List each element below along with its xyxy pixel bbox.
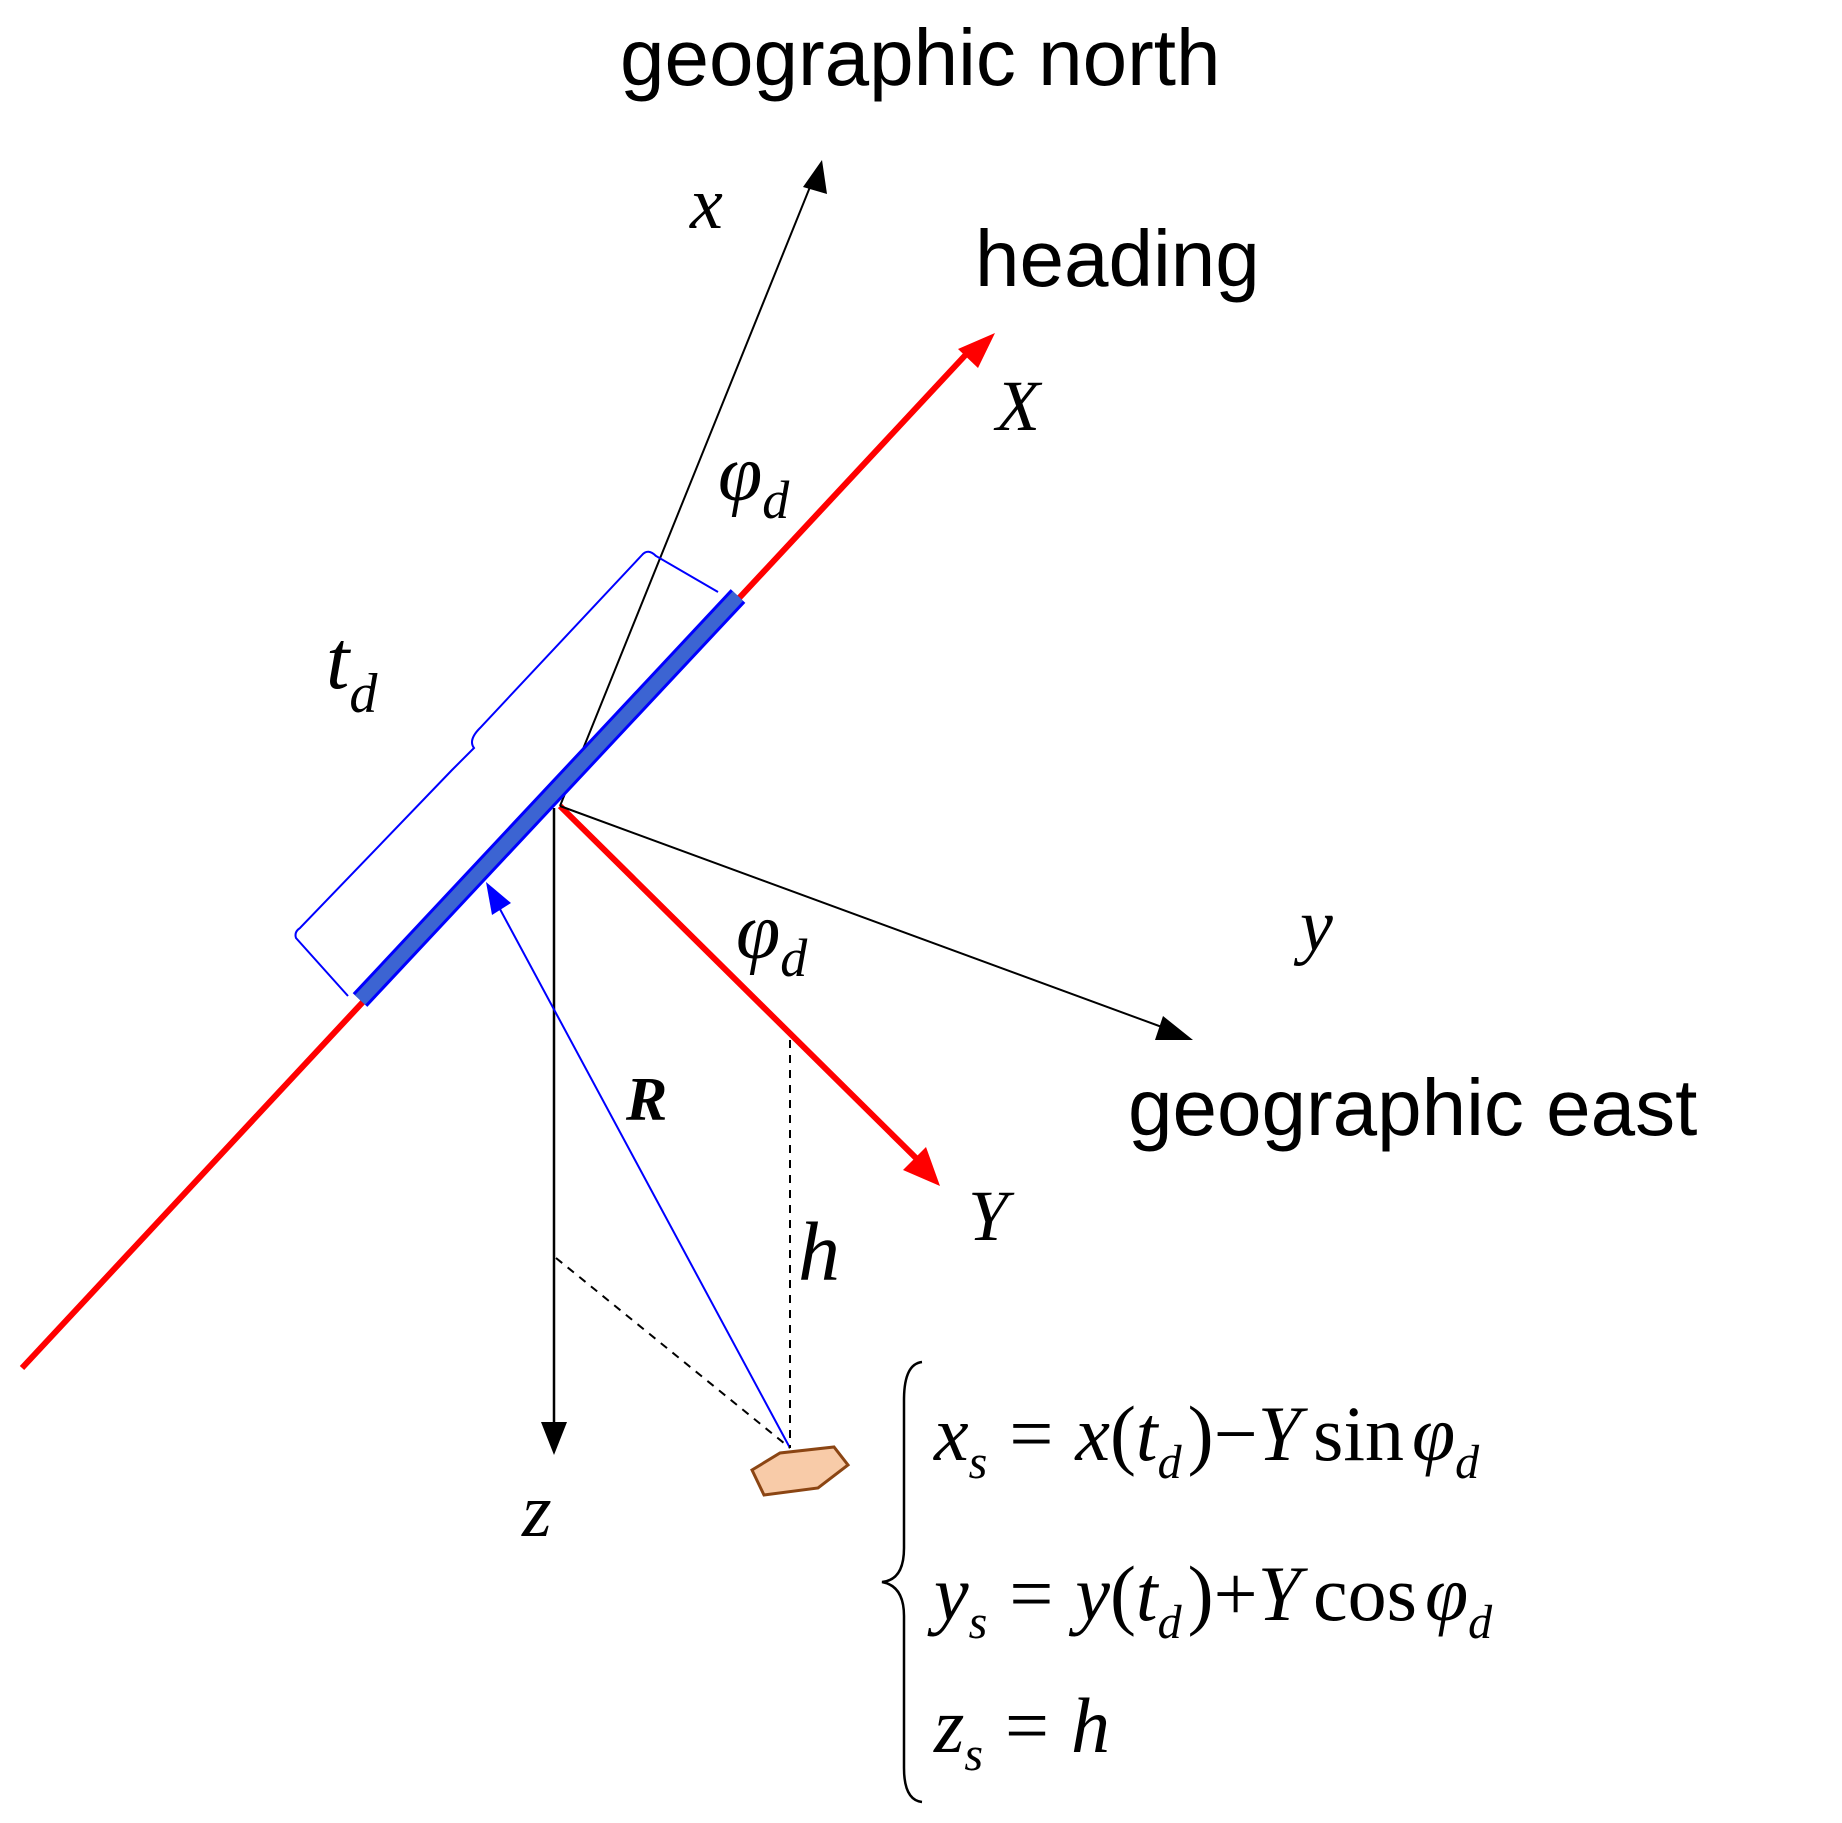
label-axis-Y: Y [968, 1176, 1015, 1256]
range-vector-r [493, 897, 791, 1449]
track-y-arrowhead [903, 1147, 940, 1186]
label-height-h: h [798, 1206, 840, 1299]
geographic-x-axis-line [559, 181, 813, 807]
label-heading: heading [975, 214, 1260, 303]
z-axis-arrowhead [541, 1422, 567, 1455]
antenna-bar-fill [354, 591, 744, 1005]
label-axis-X: X [993, 366, 1043, 446]
label-range-R: R [625, 1066, 667, 1134]
label-axis-y: y [1293, 885, 1333, 967]
track-y-axis-line [557, 803, 923, 1165]
geographic-x-arrowhead [803, 160, 827, 194]
track-x-arrowhead [958, 333, 995, 368]
dashed-ground-line [555, 1257, 791, 1449]
equation-line-zs: zs=h [933, 1682, 1110, 1781]
range-vector-arrowhead [486, 882, 511, 915]
label-geographic-east: geographic east [1128, 1063, 1697, 1152]
label-geographic-north: geographic north [620, 13, 1220, 102]
geographic-y-axis-line [559, 805, 1171, 1031]
label-phi-d-bottom: φd [736, 888, 808, 988]
label-t-d: td [326, 614, 378, 725]
td-brace [294, 550, 719, 997]
target-icon [750, 1445, 851, 1497]
label-axis-z: z [521, 1469, 552, 1553]
label-phi-d-top: φd [718, 430, 790, 530]
geographic-y-arrowhead [1155, 1016, 1193, 1040]
label-axis-x: x [689, 163, 723, 245]
equation-left-brace [881, 1360, 923, 1804]
